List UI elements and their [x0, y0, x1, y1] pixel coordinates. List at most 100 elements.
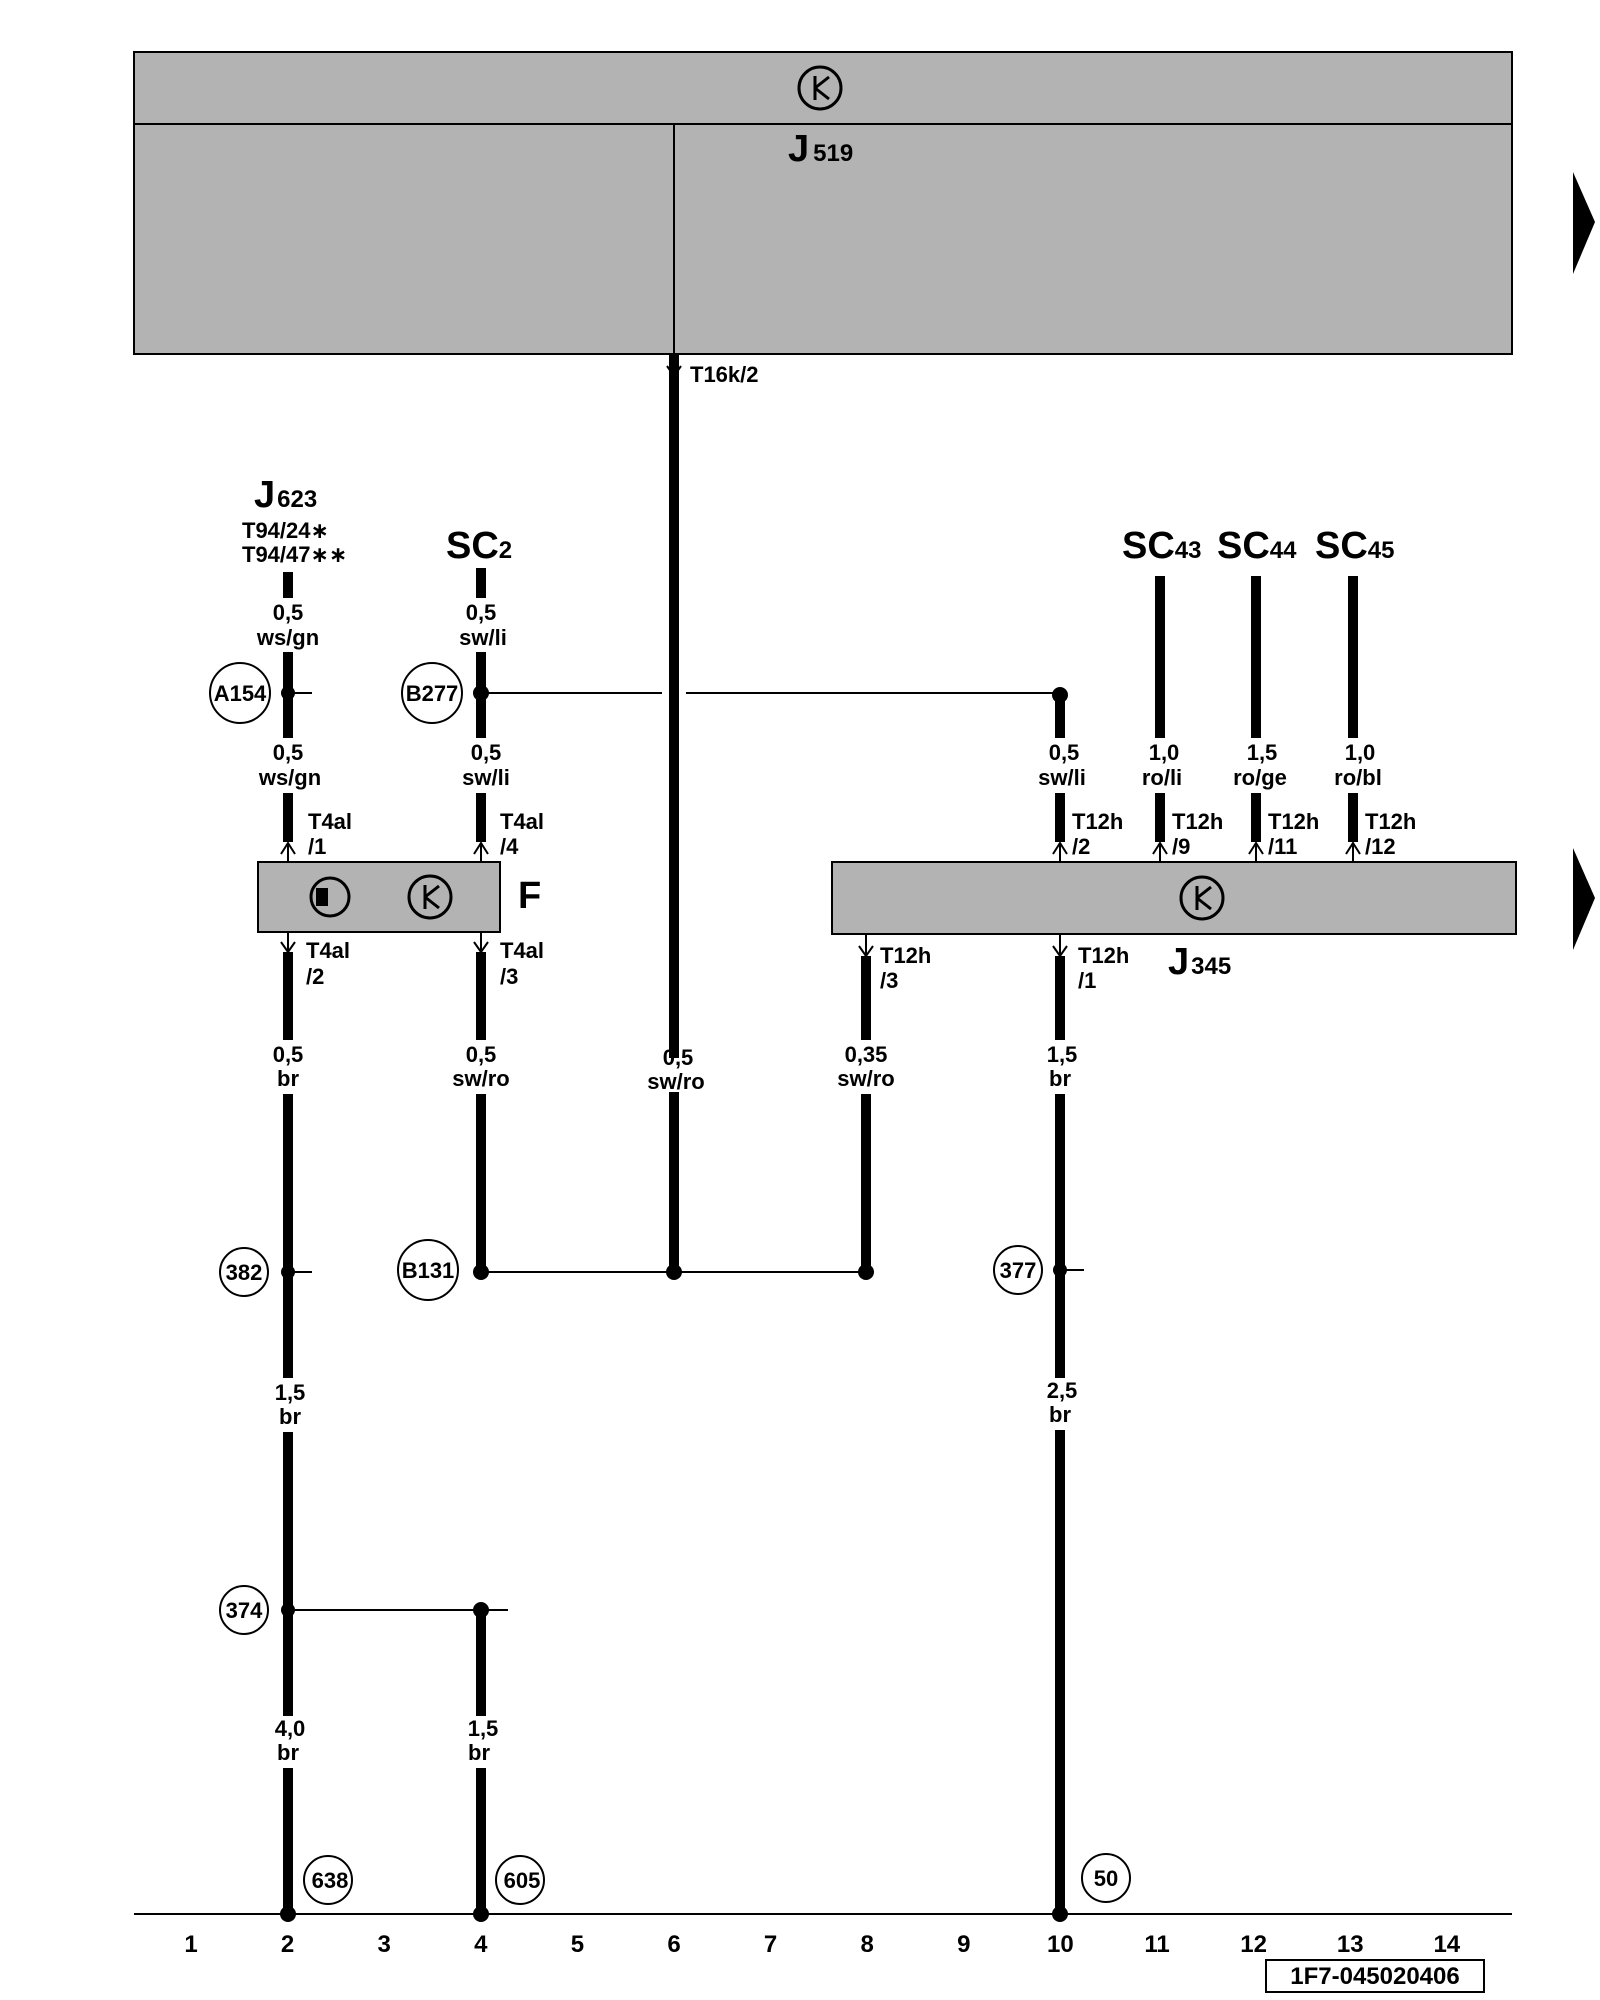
wire-label: sw/ro [452, 1066, 509, 1091]
wire-label: ws/gn [258, 765, 321, 790]
column-number: 2 [281, 1931, 294, 1958]
wire-label: ws/gn [256, 625, 319, 650]
diagram-code: 1F7-045020406 [1290, 1963, 1459, 1990]
column-number: 6 [667, 1931, 680, 1958]
wire-label: 1,5 [1247, 740, 1278, 765]
wire-label: sw/li [462, 765, 510, 790]
connector-t4al-4-pin: /4 [500, 834, 519, 859]
diagram-code-box: 1F7-045020406 [1265, 1959, 1485, 1993]
wire-label: sw/ro [647, 1069, 704, 1094]
column-number: 14 [1433, 1931, 1460, 1958]
wire-label: br [277, 1066, 299, 1091]
sc44-label: SC44 [1217, 525, 1297, 567]
j345-control-unit: J345 [831, 861, 1517, 983]
connector-t4al-2: T4al [306, 938, 350, 963]
connector-t4al-1-pin: /1 [308, 834, 326, 859]
node-50: 50 [1081, 1853, 1131, 1903]
node-a154: A154 [209, 662, 271, 724]
connector-t12h-9-pin: /9 [1172, 834, 1190, 859]
wire-label: br [279, 1404, 301, 1429]
node-638: 638 [303, 1855, 353, 1905]
connector-t16k-2: T16k/2 [690, 362, 759, 387]
connector-t4al-1: T4al [308, 809, 352, 834]
continuation-arrow-icon [1573, 172, 1595, 274]
j623-pin-2: T94/47∗∗ [242, 542, 347, 567]
connector-t12h-12: T12h [1365, 809, 1416, 834]
column-number: 7 [764, 1931, 777, 1958]
wire-label: 0,5 [663, 1045, 694, 1070]
continuation-arrow-icon [1573, 848, 1595, 950]
column-number: 12 [1240, 1931, 1267, 1958]
column-number: 1 [184, 1931, 197, 1958]
svg-text:377: 377 [1000, 1258, 1037, 1283]
sc43-label: SC43 [1122, 525, 1202, 567]
j345-label: J345 [1168, 941, 1231, 983]
svg-text:382: 382 [226, 1260, 263, 1285]
column-number: 13 [1337, 1931, 1364, 1958]
wire-label: br [1049, 1402, 1071, 1427]
connector-t4al-2-pin: /2 [306, 964, 324, 989]
wire-label: ro/ge [1233, 765, 1287, 790]
wire-label: 0,5 [466, 1042, 497, 1067]
wire-label: 0,5 [1049, 740, 1080, 765]
wire-label: ro/li [1142, 765, 1182, 790]
connector-t12h-3: T12h [880, 943, 931, 968]
connector-t4al-3: T4al [500, 938, 544, 963]
wire-label: 1,0 [1345, 740, 1376, 765]
sc2-label: SC2 [446, 525, 512, 567]
wire-label: 0,5 [471, 740, 502, 765]
node-b277: B277 [401, 662, 463, 724]
electronic-unit-icon [1179, 875, 1225, 921]
wire-label: 1,5 [468, 1716, 499, 1741]
connector-t12h-11: T12h [1268, 809, 1319, 834]
wire-label: 2,5 [1047, 1378, 1078, 1403]
node-382: 382 [219, 1247, 269, 1297]
node-605: 605 [495, 1855, 545, 1905]
connector-t4al-4: T4al [500, 809, 544, 834]
svg-text:B277: B277 [406, 681, 459, 706]
j623-pin-1: T94/24∗ [242, 518, 329, 543]
wire-label: br [277, 1740, 299, 1765]
wire-label: 0,5 [273, 600, 304, 625]
wire-label: 0,35 [845, 1042, 888, 1067]
connector-t12h-1-pin: /1 [1078, 968, 1096, 993]
connector-arrow-icon [666, 365, 682, 378]
column-number: 11 [1144, 1931, 1169, 1958]
svg-text:A154: A154 [214, 681, 267, 706]
node-377: 377 [993, 1245, 1043, 1295]
svg-text:B131: B131 [402, 1258, 455, 1283]
connector-t12h-3-pin: /3 [880, 968, 898, 993]
svg-text:605: 605 [504, 1868, 541, 1893]
connector-t12h-1: T12h [1078, 943, 1129, 968]
wire-label: sw/li [459, 625, 507, 650]
wire-label: 0,5 [273, 1042, 304, 1067]
column-number: 9 [957, 1931, 970, 1958]
component-f: F [257, 861, 541, 933]
svg-text:374: 374 [226, 1598, 263, 1623]
wire-label: br [1049, 1066, 1071, 1091]
wire-label: 1,5 [1047, 1042, 1078, 1067]
switch-icon [309, 876, 351, 918]
svg-text:50: 50 [1094, 1866, 1118, 1891]
wire-label: 0,5 [273, 740, 304, 765]
connector-t12h-9: T12h [1172, 809, 1223, 834]
connector-t12h-11-pin: /11 [1268, 834, 1297, 859]
wire-label: 1,0 [1149, 740, 1180, 765]
column-number: 4 [474, 1931, 488, 1958]
wire-label: sw/ro [837, 1066, 894, 1091]
column-number: 3 [378, 1931, 391, 1958]
wire-label: ro/bl [1334, 765, 1382, 790]
f-label: F [518, 875, 541, 917]
column-number: 8 [861, 1931, 874, 1958]
column-number: 5 [571, 1931, 584, 1958]
connector-t12h-2: T12h [1072, 809, 1123, 834]
svg-text:638: 638 [312, 1868, 349, 1893]
wire-label: br [468, 1740, 490, 1765]
electronic-unit-icon [407, 874, 453, 920]
node-374: 374 [219, 1585, 269, 1635]
wire-label: 4,0 [275, 1716, 306, 1741]
